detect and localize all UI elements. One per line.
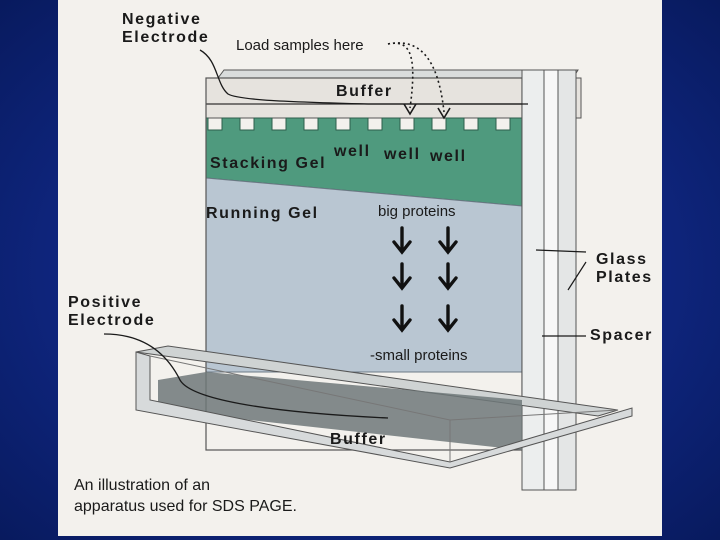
load-samples-label: Load samples here: [236, 37, 364, 54]
well-label: well: [430, 148, 467, 165]
glass-plate-top-region: [205, 77, 582, 119]
buffer-bottom-label: Buffer: [330, 431, 387, 448]
well-label: well: [334, 143, 371, 160]
stacking-gel-label: Stacking Gel: [210, 155, 327, 172]
buffer-tray-front: [135, 351, 633, 469]
apparatus-illustration: [103, 42, 633, 491]
big-proteins-label: big proteins: [378, 203, 456, 220]
well-label: well: [384, 146, 421, 163]
arrow-down-icon: [392, 226, 412, 255]
caption: An illustration of an apparatus used for…: [74, 477, 297, 515]
arrow-down-icon: [438, 262, 458, 291]
dotted-arrow-icon: [387, 42, 445, 113]
negative-electrode-wire: [199, 49, 528, 105]
buffer-tray-liquid: [158, 372, 522, 450]
diagram-card: Negative Electrode Load samples here Buf…: [58, 0, 662, 536]
glass-plate-edge: [543, 69, 559, 491]
positive-electrode-label: Positive Electrode: [68, 294, 156, 329]
small-proteins-label: -small proteins: [370, 347, 468, 364]
glass-plate-edge-outer: [557, 69, 577, 491]
negative-electrode-label: Negative Electrode: [122, 11, 210, 46]
running-gel-label: Running Gel: [206, 205, 319, 222]
arrow-down-icon: [438, 304, 458, 333]
glass-plates-label: Glass Plates: [596, 251, 653, 286]
arrow-down-icon: [392, 304, 412, 333]
spacer-label: Spacer: [590, 327, 653, 344]
buffer-top-label: Buffer: [336, 83, 393, 100]
positive-electrode-wire: [103, 333, 389, 419]
spacer-strip: [521, 69, 545, 491]
arrow-down-icon: [438, 226, 458, 255]
stacking-gel: [205, 117, 523, 207]
arrow-down-icon: [392, 262, 412, 291]
